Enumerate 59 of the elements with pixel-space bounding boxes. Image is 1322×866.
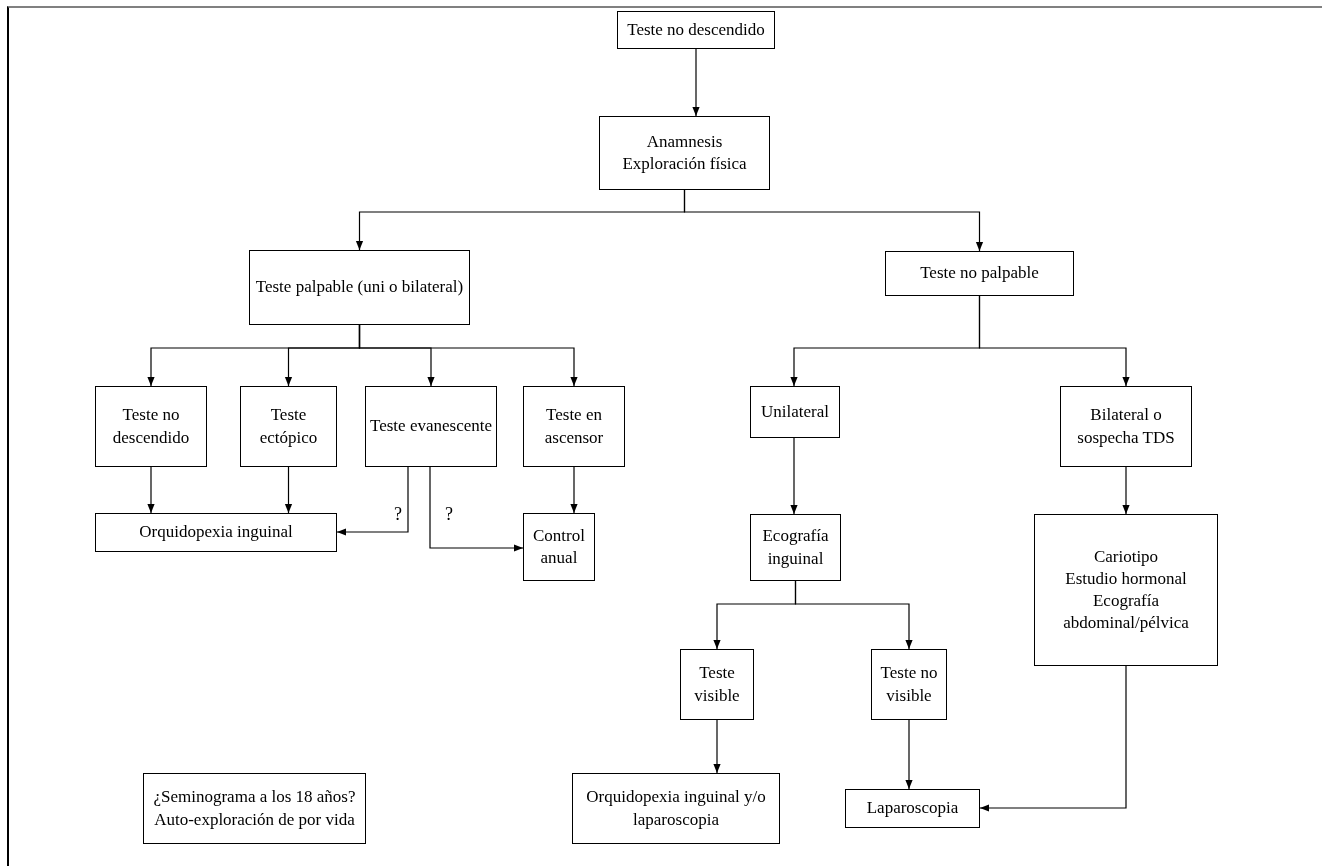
process-box <box>680 649 754 720</box>
process-box <box>365 386 497 467</box>
process-box <box>599 116 770 190</box>
arrow <box>692 48 700 117</box>
process-box <box>249 250 470 325</box>
box-label: Auto-exploración de por vida <box>154 808 355 831</box>
box-label: Teste en ascensor <box>543 404 605 449</box>
box-label: Bilateral o sospecha TDS <box>1076 404 1176 449</box>
box-label: Teste no descendido <box>111 404 191 449</box>
process-box <box>750 386 840 438</box>
arrow <box>570 466 578 514</box>
process-box <box>1034 514 1218 666</box>
process-box <box>1060 386 1192 467</box>
box-label: Estudio hormonal <box>1065 567 1187 590</box>
box-label: Teste no palpable <box>920 262 1039 285</box>
box-label: Teste ectópico <box>258 404 319 449</box>
process-box <box>523 513 595 581</box>
arrow <box>1122 466 1130 515</box>
arrow <box>905 719 913 790</box>
arrow <box>683 189 984 252</box>
arrow <box>336 466 409 536</box>
process-box <box>885 251 1074 296</box>
box-label: Cariotipo <box>1093 545 1159 568</box>
process-box <box>95 386 207 467</box>
box-label: Orquidopexia inguinal <box>139 521 293 544</box>
box-label: Teste visible <box>693 662 741 707</box>
box-label: Control anual <box>532 524 586 569</box>
box-label: Teste no descendido <box>627 18 765 41</box>
arrow <box>358 324 578 387</box>
box-label: Teste evanescente <box>370 415 492 438</box>
process-box <box>523 386 625 467</box>
arrow <box>429 466 524 552</box>
arrow <box>713 719 721 774</box>
arrow <box>790 437 798 515</box>
box-label: Laparoscopia <box>866 797 959 820</box>
box-label: Teste no visible <box>879 662 939 707</box>
box-label: Orquidopexia inguinal y/o laparoscopia <box>585 786 767 831</box>
arrow <box>979 665 1127 812</box>
process-box <box>750 514 841 581</box>
process-box <box>240 386 337 467</box>
process-box <box>617 11 775 49</box>
arrow <box>147 466 155 514</box>
box-label: Unilateral <box>761 400 829 423</box>
arrow <box>978 295 1130 387</box>
box-label: ¿Seminograma a los 18 años? <box>153 786 356 809</box>
arrow <box>794 580 913 650</box>
box-label: Anamnesis <box>646 130 723 153</box>
edge-label: ? <box>444 505 454 523</box>
box-label: Teste palpable (uni o bilateral) <box>255 276 464 299</box>
box-label: Ecografía abdominal/pélvica <box>1062 590 1190 635</box>
process-box <box>572 773 780 844</box>
edge-label: ? <box>393 505 403 523</box>
process-box <box>95 513 337 552</box>
process-box <box>143 773 366 844</box>
box-label: Ecografía inguinal <box>761 525 830 570</box>
process-box <box>871 649 947 720</box>
process-box <box>845 789 980 828</box>
box-label: Exploración física <box>622 153 747 175</box>
arrow <box>284 466 293 514</box>
